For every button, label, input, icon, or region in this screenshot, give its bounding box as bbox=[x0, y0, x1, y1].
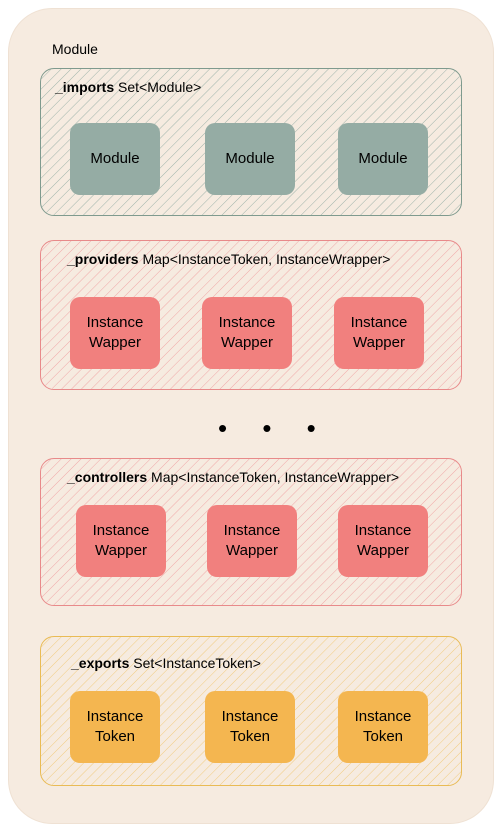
exports-item-3: Instance Token bbox=[338, 691, 428, 763]
controllers-group: _controllers Map<InstanceToken, Instance… bbox=[40, 458, 462, 606]
controllers-item-1: Instance Wapper bbox=[76, 505, 166, 577]
providers-type: Map<InstanceToken, InstanceWrapper> bbox=[142, 251, 391, 267]
providers-item-1: Instance Wapper bbox=[70, 297, 160, 369]
exports-type: Set<InstanceToken> bbox=[133, 655, 261, 671]
exports-item-2: Instance Token bbox=[205, 691, 295, 763]
imports-item-3: Module bbox=[338, 123, 428, 195]
controllers-name: _controllers bbox=[67, 469, 148, 485]
exports-title: _exports Set<InstanceToken> bbox=[71, 655, 261, 671]
providers-item-3: Instance Wapper bbox=[334, 297, 424, 369]
controllers-title: _controllers Map<InstanceToken, Instance… bbox=[67, 469, 399, 485]
controllers-item-2: Instance Wapper bbox=[207, 505, 297, 577]
imports-item-2: Module bbox=[205, 123, 295, 195]
controllers-item-3: Instance Wapper bbox=[338, 505, 428, 577]
imports-type: Set<Module> bbox=[118, 79, 202, 95]
providers-group: _providers Map<InstanceToken, InstanceWr… bbox=[40, 240, 462, 390]
imports-item-1: Module bbox=[70, 123, 160, 195]
exports-group: _exports Set<InstanceToken> Instance Tok… bbox=[40, 636, 462, 786]
module-label: Module bbox=[52, 41, 98, 57]
ellipsis: • • • bbox=[218, 413, 330, 443]
imports-title: _imports Set<Module> bbox=[55, 79, 201, 95]
providers-name: _providers bbox=[67, 251, 139, 267]
exports-item-1: Instance Token bbox=[70, 691, 160, 763]
imports-name: _imports bbox=[55, 79, 115, 95]
controllers-type: Map<InstanceToken, InstanceWrapper> bbox=[151, 469, 400, 485]
exports-name: _exports bbox=[71, 655, 130, 671]
providers-title: _providers Map<InstanceToken, InstanceWr… bbox=[67, 251, 391, 267]
imports-group: _imports Set<Module> Module Module Modul… bbox=[40, 68, 462, 216]
providers-item-2: Instance Wapper bbox=[202, 297, 292, 369]
